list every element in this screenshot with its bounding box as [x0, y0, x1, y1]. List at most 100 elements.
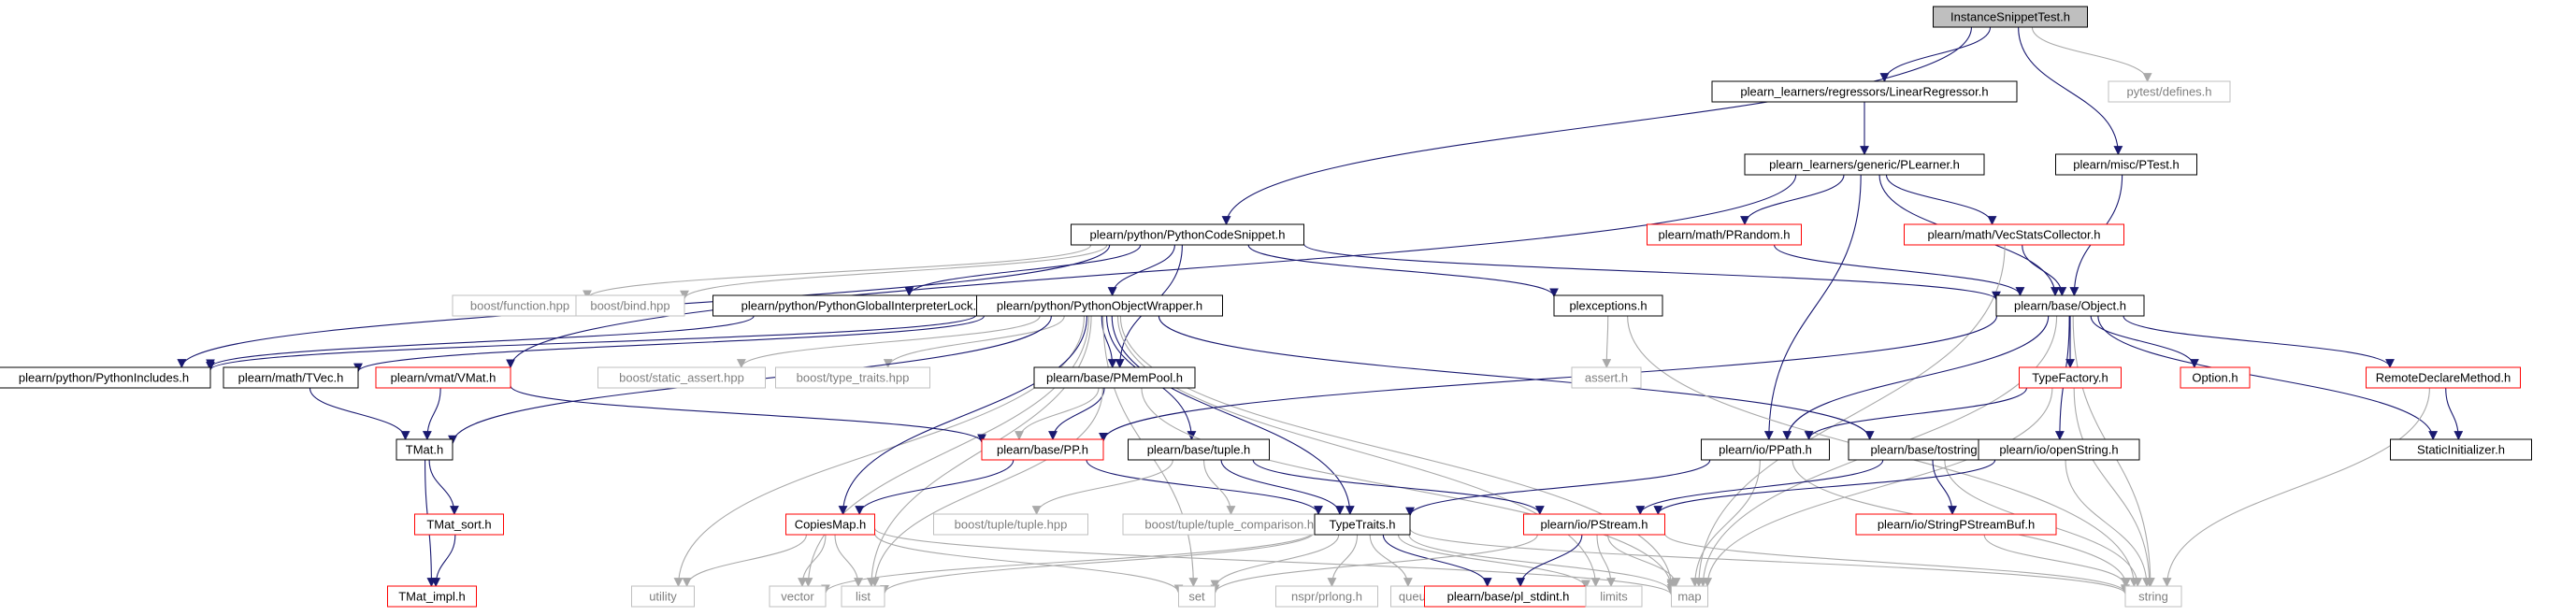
node-label: plearn/python/PythonGlobalInterpreterLoc…	[741, 299, 984, 313]
node-label: StaticInitializer.h	[2417, 443, 2505, 457]
node-linreg[interactable]: plearn_learners/regressors/LinearRegress…	[1711, 80, 2018, 103]
edge-typetraitsh-to-queue	[1369, 534, 1413, 587]
dependency-edges	[177, 26, 2464, 596]
edge-copiesmap-to-utility	[682, 534, 807, 587]
edge-remotedecl-to-staticinit	[2445, 387, 2464, 440]
node-box	[1671, 585, 1708, 608]
node-plstdint[interactable]: plearn/base/pl_stdint.h	[1424, 585, 1592, 608]
node-pyincl[interactable]: plearn/python/PythonIncludes.h	[0, 366, 211, 389]
edge-copiesmap-to-set	[873, 533, 1184, 595]
node-box	[2055, 153, 2197, 176]
edge-pyobjwrap-to-staticassert	[737, 315, 1041, 368]
node-box	[597, 366, 766, 389]
node-box	[2390, 438, 2532, 461]
node-typetraitshpp: boost/type_traits.hpp	[775, 366, 930, 389]
node-typetraitsh[interactable]: TypeTraits.h	[1314, 513, 1411, 536]
node-label: plearn/io/openString.h	[1999, 443, 2118, 457]
node-box	[1571, 366, 1642, 389]
edge-typetraitsh-to-plstdint	[1382, 534, 1492, 587]
edge-typetraitsh-to-set	[1210, 534, 1340, 590]
node-pyglobal[interactable]: plearn/python/PythonGlobalInterpreterLoc…	[712, 294, 1012, 317]
node-copiesmap[interactable]: CopiesMap.h	[785, 513, 875, 536]
node-list: list	[841, 585, 885, 608]
node-tmatimpl[interactable]: TMat_impl.h	[387, 585, 477, 608]
node-openstring[interactable]: plearn/io/openString.h	[1978, 438, 2140, 461]
edge-tostring-to-pstreambuf	[1932, 459, 1957, 515]
node-label: plearn/io/PPath.h	[1719, 443, 1812, 457]
edge-pp-to-typetraitsh	[1086, 459, 1323, 515]
node-staticinit[interactable]: StaticInitializer.h	[2390, 438, 2532, 461]
node-label: map	[1677, 590, 1701, 604]
node-pycode[interactable]: plearn/python/PythonCodeSnippet.h	[1071, 223, 1304, 246]
edge-root-to-linreg	[1879, 26, 1992, 82]
edge-pycode-to-pyglobal	[904, 244, 1142, 296]
edge-pyobjwrap-to-vector	[803, 315, 1090, 587]
node-label: InstanceSnippetTest.h	[1950, 10, 2070, 24]
edge-openstring-to-string	[2065, 459, 2151, 587]
node-label: plearn/base/PP.h	[997, 443, 1088, 457]
node-tuple[interactable]: plearn/base/tuple.h	[1128, 438, 1270, 461]
node-box	[981, 438, 1104, 461]
node-vecstats[interactable]: plearn/math/VecStatsCollector.h	[1904, 223, 2124, 246]
node-pp[interactable]: plearn/base/PP.h	[981, 438, 1104, 461]
node-remotedecl[interactable]: RemoteDeclareMethod.h	[2366, 366, 2521, 389]
node-label: plearn/base/PMemPool.h	[1046, 371, 1183, 385]
edge-typefactory-to-ppath	[1804, 387, 2027, 440]
edge-ppath-to-map	[1690, 459, 1761, 587]
node-plexc[interactable]: plexceptions.h	[1553, 294, 1663, 317]
node-ppath[interactable]: plearn/io/PPath.h	[1701, 438, 1830, 461]
edge-copiesmap-to-map	[873, 527, 1677, 596]
node-pyobjwrap[interactable]: plearn/python/PythonObjectWrapper.h	[976, 294, 1223, 317]
node-box	[769, 585, 827, 608]
node-label: boost/tuple/tuple_comparison.hpp	[1144, 518, 1327, 532]
edge-pyobjwrap-to-limits	[1116, 315, 1601, 587]
edge-pp-to-copiesmap	[855, 459, 1015, 515]
node-prandom[interactable]: plearn/math/PRandom.h	[1647, 223, 1802, 246]
edge-tuple-to-typetraitsh	[1220, 459, 1345, 515]
node-box	[0, 366, 211, 389]
node-ptest[interactable]: plearn/misc/PTest.h	[2055, 153, 2197, 176]
edge-pycode-to-object	[1302, 243, 2001, 301]
node-label: set	[1188, 590, 1205, 604]
node-boostfunc: boost/function.hpp	[452, 294, 588, 317]
node-object[interactable]: plearn/base/Object.h	[1995, 294, 2145, 317]
node-map: map	[1671, 585, 1708, 608]
edge-typetraitsh-to-list	[880, 531, 1316, 595]
node-tostring[interactable]: plearn/base/tostring.h	[1848, 438, 2010, 461]
node-vector: vector	[769, 585, 827, 608]
edge-prandom-to-object	[1774, 244, 2025, 296]
node-pmempool[interactable]: plearn/base/PMemPool.h	[1033, 366, 1196, 389]
node-option[interactable]: Option.h	[2180, 366, 2251, 389]
node-staticassert: boost/static_assert.hpp	[597, 366, 766, 389]
node-label: string	[2138, 590, 2168, 604]
node-label: CopiesMap.h	[795, 518, 867, 532]
edge-pyobjwrap-to-typetraitshpp	[883, 315, 1065, 368]
node-label: plearn_learners/generic/PLearner.h	[1769, 158, 1960, 172]
edge-copiesmap-to-list	[834, 534, 863, 587]
node-label: vector	[781, 590, 814, 604]
edge-pmempool-to-map	[1141, 387, 1677, 591]
node-vmat[interactable]: plearn/vmat/VMat.h	[375, 366, 511, 389]
node-box	[1904, 223, 2124, 246]
node-box	[775, 366, 930, 389]
node-plearner[interactable]: plearn_learners/generic/PLearner.h	[1744, 153, 1985, 176]
node-typefactory[interactable]: TypeFactory.h	[2019, 366, 2122, 389]
node-label: plearn/misc/PTest.h	[2073, 158, 2179, 172]
edge-object-to-staticinit	[2097, 315, 2439, 440]
node-box	[841, 585, 885, 608]
node-tvec[interactable]: plearn/math/TVec.h	[223, 366, 359, 389]
node-box	[1978, 438, 2140, 461]
node-pstream[interactable]: plearn/io/PStream.h	[1523, 513, 1665, 536]
node-tmatsort[interactable]: TMat_sort.h	[414, 513, 504, 536]
node-root[interactable]: InstanceSnippetTest.h	[1933, 6, 2088, 28]
edge-tostring-to-pstream	[1635, 459, 1884, 515]
node-label: boost/function.hpp	[470, 299, 569, 313]
edge-pyobjwrap-to-pmempool	[1101, 315, 1117, 368]
node-label: plearn_learners/regressors/LinearRegress…	[1740, 85, 1988, 99]
node-box	[223, 366, 359, 389]
node-tmat[interactable]: TMat.h	[396, 438, 453, 461]
edge-pyobjwrap-to-tostring	[1158, 315, 1875, 440]
edge-object-to-ppath	[1782, 315, 2050, 440]
node-pstreambuf[interactable]: plearn/io/StringPStreamBuf.h	[1855, 513, 2057, 536]
node-label: TypeTraits.h	[1329, 518, 1395, 532]
